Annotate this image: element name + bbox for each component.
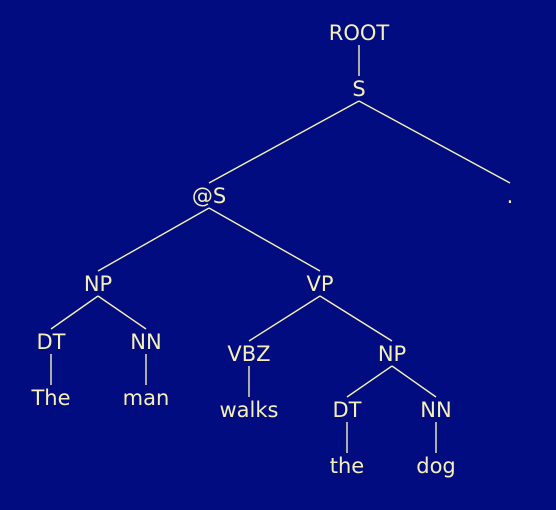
edge-np-subject-to-dt-the-upper — [50, 295, 99, 330]
edge-np-object-to-dt-the-lower — [346, 365, 393, 398]
node-nn-man: NN — [130, 330, 161, 354]
node-period: . — [507, 184, 514, 208]
node-vbz: VBZ — [227, 342, 270, 366]
edge-at-s-to-np-subject — [97, 207, 210, 272]
word-man: man — [123, 386, 170, 410]
edge-np-subject-to-nn-man — [97, 295, 147, 330]
node-s: S — [352, 77, 365, 101]
word-walks: walks — [220, 398, 279, 422]
edge-np-object-to-nn-dog — [391, 365, 437, 398]
tree-node-labels: ROOT S @S . NP VP DT NN VBZ NP The man w… — [30, 21, 513, 478]
node-vp: VP — [306, 272, 333, 296]
word-the-lower: the — [330, 454, 364, 478]
node-dt-the-lower: DT — [333, 398, 362, 422]
node-nn-dog: NN — [420, 398, 451, 422]
node-root: ROOT — [329, 21, 390, 45]
node-np-subject: NP — [84, 272, 112, 296]
edge-vp-to-vbz — [248, 295, 321, 342]
edge-at-s-to-vp — [208, 207, 321, 272]
node-np-object: NP — [378, 342, 406, 366]
tree-edges — [50, 45, 511, 453]
node-dt-the-upper: DT — [37, 330, 66, 354]
word-dog: dog — [416, 454, 456, 478]
node-at-s: @S — [192, 184, 226, 208]
word-the-upper: The — [30, 386, 70, 410]
edge-s-to-at-s — [208, 100, 360, 184]
edge-vp-to-np-object — [319, 295, 393, 342]
edge-s-to-period — [358, 100, 511, 184]
